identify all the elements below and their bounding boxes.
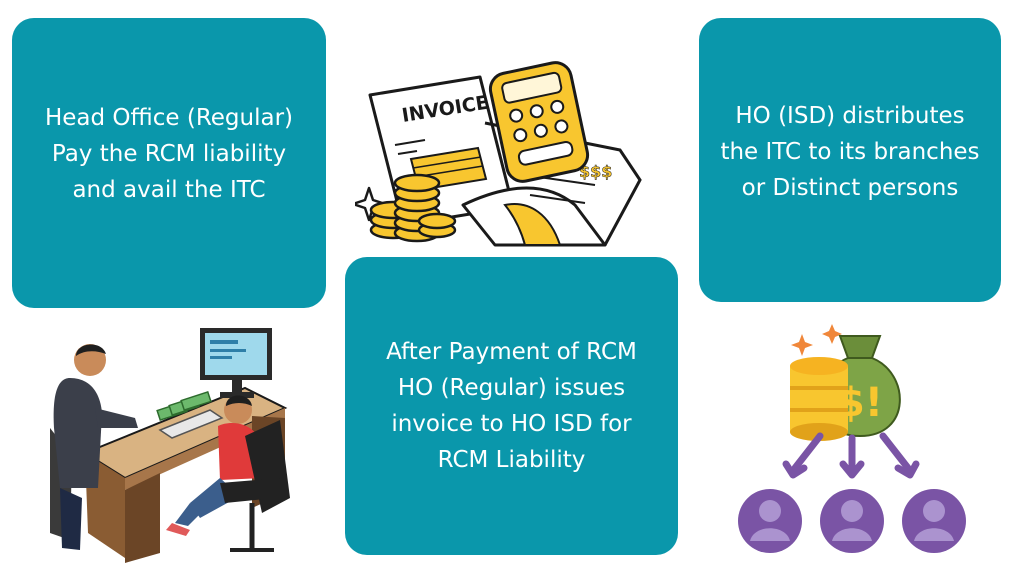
monitor-icon bbox=[200, 328, 272, 398]
chair-icon bbox=[220, 420, 290, 552]
step-text-line: HO (Regular) issues bbox=[397, 375, 626, 401]
coins-icon bbox=[790, 357, 848, 441]
step-text: HO (ISD) distributes the ITC to its bran… bbox=[720, 98, 979, 206]
arrow-icon bbox=[782, 432, 920, 479]
coins-icon bbox=[369, 173, 457, 243]
sparkle-icon bbox=[355, 186, 387, 222]
step-text-line: and avail the ITC bbox=[72, 177, 266, 203]
step-box-head-office: Head Office (Regular) Pay the RCM liabil… bbox=[12, 18, 326, 308]
calculator-icon bbox=[488, 61, 590, 183]
step-box-invoice-issue: After Payment of RCM HO (Regular) issues… bbox=[345, 257, 678, 555]
step-text-line: HO (ISD) distributes bbox=[735, 103, 965, 129]
user-icon bbox=[738, 489, 802, 553]
user-icon bbox=[902, 489, 966, 553]
invoice-illustration: INVOICE $$$ bbox=[355, 61, 642, 247]
keyboard-icon bbox=[158, 409, 224, 439]
step-text-line: invoice to HO ISD for bbox=[391, 411, 632, 437]
cash-icon bbox=[156, 390, 212, 422]
step-text-line: or Distinct persons bbox=[741, 175, 959, 201]
user-icon bbox=[820, 489, 884, 553]
step-text-line: After Payment of RCM bbox=[386, 339, 637, 365]
sparkle-icon bbox=[791, 324, 842, 356]
step-text-line: RCM Liability bbox=[437, 447, 586, 473]
currency-label: $$$ bbox=[579, 162, 612, 181]
step-text-line: Pay the RCM liability bbox=[51, 141, 287, 167]
person-icon bbox=[50, 344, 138, 550]
step-text: After Payment of RCM HO (Regular) issues… bbox=[386, 334, 637, 478]
isd-distribution-illustration: $! bbox=[738, 324, 966, 553]
step-text: Head Office (Regular) Pay the RCM liabil… bbox=[45, 100, 293, 208]
office-illustration bbox=[50, 328, 290, 563]
step-box-isd-distribution: HO (ISD) distributes the ITC to its bran… bbox=[699, 18, 1001, 302]
step-text-line: Head Office (Regular) bbox=[44, 105, 294, 131]
step-text-line: the ITC to its branches bbox=[720, 139, 980, 165]
